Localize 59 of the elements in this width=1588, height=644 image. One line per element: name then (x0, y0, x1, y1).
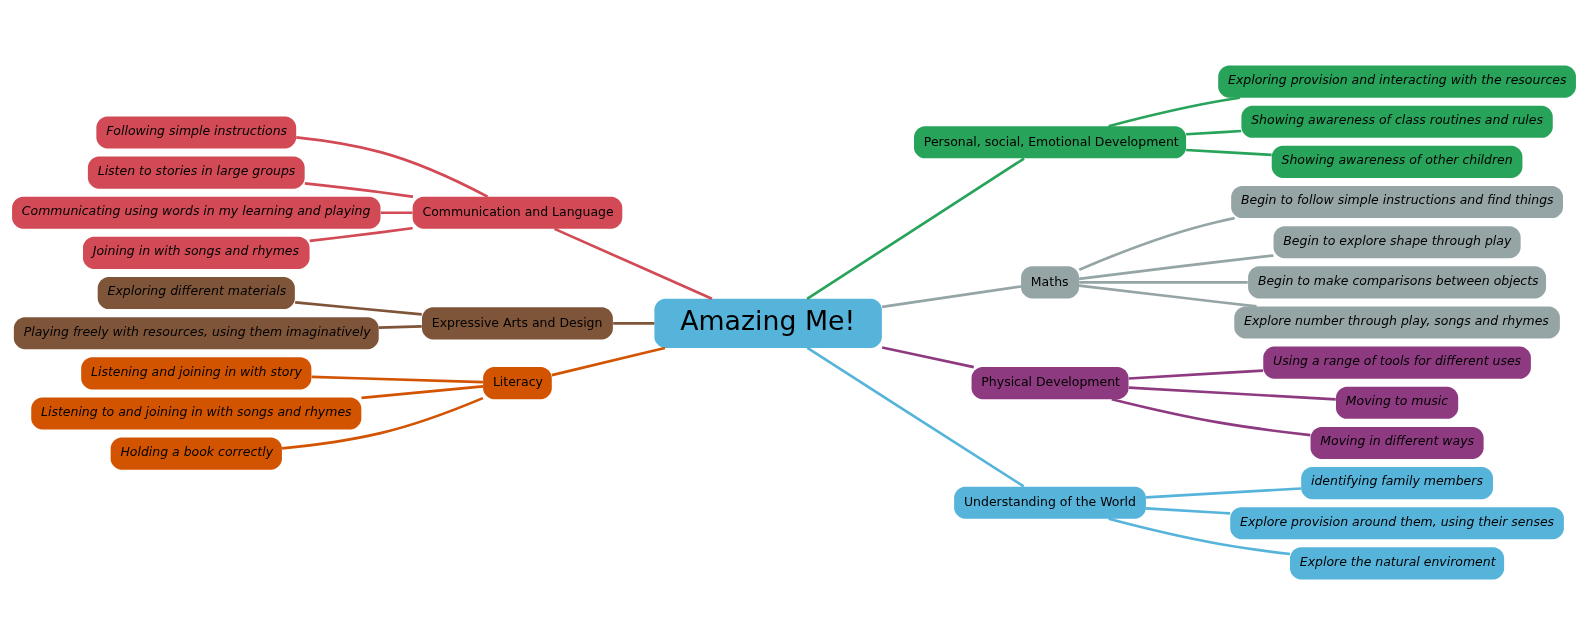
node-box: Explore the natural enviroment (1290, 546, 1505, 579)
connector (311, 375, 483, 383)
node-box: Expressive Arts and Design (422, 306, 613, 339)
connector (1145, 506, 1231, 515)
connector (378, 324, 422, 329)
node-box: Showing awareness of class routines and rules (1241, 105, 1553, 138)
node-box: Amazing Me! (654, 298, 882, 348)
connector (551, 346, 666, 376)
node-box: Listening to and joining in with songs and rhymes (31, 396, 362, 430)
connector (380, 210, 413, 214)
node-box: Moving to music (1335, 386, 1459, 419)
node-box: Explore provision around them, using their senses (1230, 506, 1564, 539)
connector (296, 135, 489, 198)
connector (1079, 280, 1248, 284)
node-box: Moving in different ways (1310, 426, 1484, 459)
connector (1145, 486, 1302, 499)
node-box: Holding a book correctly (110, 437, 282, 470)
node-box: Physical Development (971, 366, 1129, 399)
node-box: Using a range of tools for different uses (1263, 346, 1531, 379)
connector (1078, 253, 1274, 280)
node-box: Understanding of the World (954, 486, 1146, 519)
connector (1186, 129, 1242, 136)
connector (304, 181, 414, 198)
connector (1108, 95, 1240, 127)
node-box: Personal, social, Emotional Development (914, 125, 1187, 158)
connector (309, 226, 413, 242)
node-box: Begin to make comparisons between objects (1248, 265, 1547, 298)
connector (1078, 283, 1257, 308)
node-box: Begin to explore shape through play (1273, 225, 1521, 258)
connector (1186, 148, 1272, 156)
connector (1111, 397, 1311, 436)
node-box: Maths (1021, 265, 1080, 298)
node-box: Explore number through play, songs and rhymes (1234, 305, 1560, 339)
connector (881, 284, 1022, 308)
connector (361, 384, 484, 399)
connector (881, 345, 975, 368)
node-box: Exploring provision and interacting with the resources (1218, 65, 1576, 98)
node-box: Joining in with songs and rhymes (83, 236, 310, 269)
node-box: Playing freely with resources, using them imaginatively (13, 316, 379, 349)
node-box: Following simple instructions (96, 115, 297, 149)
node-box: Exploring different materials (97, 276, 295, 309)
connector (1108, 517, 1291, 555)
connector (295, 300, 422, 316)
node-box: Listen to stories in large groups (87, 156, 305, 189)
connector (281, 396, 484, 450)
connector (806, 156, 1025, 300)
node-box: identifying family members (1301, 466, 1493, 499)
connector (806, 346, 1025, 488)
connector (613, 321, 655, 325)
node-box: Showing awareness of other children (1271, 145, 1523, 178)
connector (554, 227, 713, 300)
connector (1128, 385, 1336, 401)
node-box: Begin to follow simple instructions and find things (1231, 185, 1563, 218)
node-box: Communication and Language (412, 196, 623, 229)
connector (1078, 216, 1235, 271)
node-box: Literacy (483, 366, 552, 399)
connector (1128, 368, 1264, 380)
node-box: Communicating using words in my learning and playing (12, 196, 381, 229)
node-box: Listening and joining in with story (81, 356, 312, 389)
